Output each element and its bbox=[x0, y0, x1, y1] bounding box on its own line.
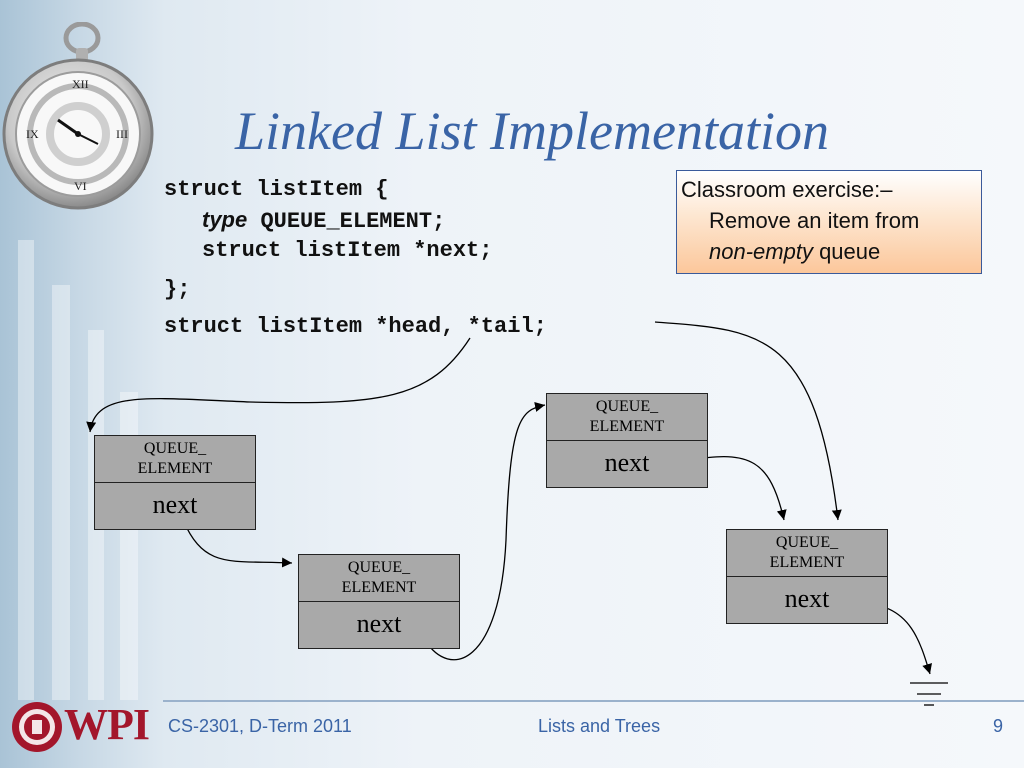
element-label: ELEMENT bbox=[589, 418, 665, 435]
pocket-watch-icon: XII III VI IX bbox=[2, 22, 154, 210]
code-text: QUEUE_ELEMENT; bbox=[247, 209, 446, 234]
code-line: type QUEUE_ELEMENT; bbox=[202, 206, 445, 236]
code-text: struct listItem *next; bbox=[202, 238, 493, 263]
ground-symbol-icon bbox=[910, 682, 948, 706]
code-text: struct listItem { bbox=[164, 177, 389, 202]
code-line: }; bbox=[164, 276, 190, 304]
svg-text:IX: IX bbox=[26, 127, 39, 141]
exercise-line: non-empty queue bbox=[681, 236, 981, 267]
element-label: QUEUE_ bbox=[347, 559, 411, 576]
svg-text:VI: VI bbox=[74, 179, 87, 193]
code-text: }; bbox=[164, 277, 191, 302]
exercise-text: queue bbox=[812, 239, 881, 264]
exercise-heading: Classroom exercise:– bbox=[681, 177, 893, 202]
queue-element-cell: QUEUE_ ELEMENT bbox=[95, 436, 255, 483]
element-label: QUEUE_ bbox=[143, 440, 207, 457]
queue-node: QUEUE_ ELEMENT next bbox=[298, 554, 460, 649]
next-cell: next bbox=[356, 609, 402, 638]
queue-element-cell: QUEUE_ ELEMENT bbox=[299, 555, 459, 602]
exercise-line: Remove an item from bbox=[709, 208, 920, 233]
queue-element-cell: QUEUE_ ELEMENT bbox=[727, 530, 887, 577]
next-arrow bbox=[689, 455, 787, 521]
next-cell: next bbox=[784, 584, 830, 613]
svg-text:XII: XII bbox=[72, 77, 89, 91]
footer-page-number: 9 bbox=[993, 716, 1004, 736]
queue-node: QUEUE_ ELEMENT next bbox=[94, 435, 256, 530]
footer-course: CS-2301, D-Term 2011 bbox=[168, 716, 352, 736]
footer-divider bbox=[163, 700, 1024, 702]
decor-bar bbox=[52, 285, 70, 700]
queue-node: QUEUE_ ELEMENT next bbox=[546, 393, 708, 488]
element-label: ELEMENT bbox=[341, 579, 417, 596]
element-label: QUEUE_ bbox=[595, 398, 659, 415]
svg-text:III: III bbox=[116, 127, 128, 141]
exercise-emphasis: non-empty bbox=[709, 239, 813, 264]
queue-element-cell: QUEUE_ ELEMENT bbox=[547, 394, 707, 441]
element-label: ELEMENT bbox=[137, 460, 213, 477]
element-label: ELEMENT bbox=[769, 554, 845, 571]
slide-title: Linked List Implementation bbox=[235, 101, 829, 161]
wpi-logo: WPI bbox=[64, 700, 150, 749]
footer-topic: Lists and Trees bbox=[538, 716, 661, 736]
next-arrow bbox=[182, 519, 293, 568]
next-cell: next bbox=[604, 448, 650, 477]
decor-bar bbox=[18, 240, 34, 700]
code-line: struct listItem { bbox=[164, 176, 388, 204]
next-arrow bbox=[424, 402, 546, 661]
element-label: QUEUE_ bbox=[775, 534, 839, 551]
tail-arrow bbox=[654, 321, 842, 521]
code-text: struct listItem *head, *tail; bbox=[164, 314, 547, 339]
wpi-seal-icon bbox=[12, 702, 62, 752]
code-line: struct listItem *head, *tail; bbox=[164, 313, 547, 341]
next-cell: next bbox=[152, 490, 198, 519]
code-type-keyword: type bbox=[202, 207, 248, 232]
queue-node: QUEUE_ ELEMENT next bbox=[726, 529, 888, 624]
exercise-callout: Classroom exercise:– Remove an item from… bbox=[676, 170, 982, 274]
head-arrow bbox=[86, 337, 471, 433]
code-line: struct listItem *next; bbox=[202, 237, 492, 265]
